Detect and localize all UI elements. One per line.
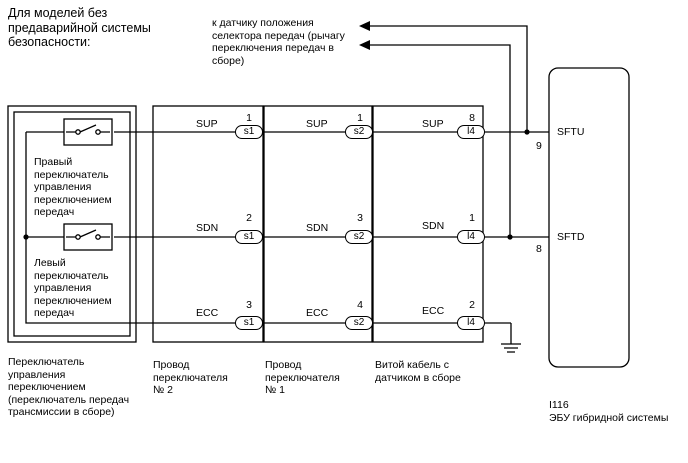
upper-switch-label: Правый переключатель управления переключ…: [34, 156, 112, 218]
pin-number: 1: [469, 212, 475, 224]
harness-caption: Витой кабель с датчиком в сборе: [375, 359, 461, 384]
pin-number: 4: [357, 299, 363, 311]
pin-number: 1: [357, 112, 363, 124]
ecu-terminal-name: SFTD: [557, 231, 585, 243]
ecu-terminal-pin: 8: [536, 243, 542, 255]
switch-assembly-caption: Переключатель управления переключением (…: [8, 356, 130, 418]
connector-s1: s1: [235, 125, 263, 139]
connector-l4: l4: [457, 230, 485, 244]
pin-number: 3: [357, 212, 363, 224]
pin-number: 2: [469, 299, 475, 311]
connector-s2: s2: [345, 316, 373, 330]
signal-label: SDN: [306, 222, 329, 234]
arrow-head-1: [359, 21, 370, 31]
arrow-head-2: [359, 40, 370, 50]
ecu-code: I116: [549, 399, 569, 411]
junction-dot: [23, 234, 29, 240]
pin-number: 3: [246, 299, 252, 311]
connector-s1: s1: [235, 316, 263, 330]
pin-number: 1: [246, 112, 252, 124]
harness-box-3: [372, 105, 484, 343]
signal-label: ECC: [306, 307, 329, 319]
connector-s1: s1: [235, 230, 263, 244]
harness-box-2: [263, 105, 373, 343]
ecu-name: ЭБУ гибридной системы: [549, 412, 669, 424]
lower-switch-contact: [66, 229, 110, 238]
harness-caption: Провод переключателя № 1: [265, 359, 340, 396]
ecu-box: [548, 67, 630, 368]
connector-l4: l4: [457, 316, 485, 330]
signal-label: SDN: [422, 220, 445, 232]
upper-switch-contact: [66, 124, 110, 133]
signal-label: SDN: [196, 222, 219, 234]
junction-dot: [524, 129, 530, 135]
connector-s2: s2: [345, 230, 373, 244]
connector-l4: l4: [457, 125, 485, 139]
pin-number: 2: [246, 212, 252, 224]
model-note: Для моделей без предаварийной системы бе…: [8, 6, 151, 49]
ecu-terminal-pin: 9: [536, 140, 542, 152]
harness-box-1: [152, 105, 264, 343]
switch-assembly-box: [7, 105, 137, 343]
ecu-terminal-name: SFTU: [557, 126, 585, 138]
selector-sensor-label: к датчику положения селектора передач (р…: [212, 17, 345, 67]
pin-number: 8: [469, 112, 475, 124]
lower-switch-label: Левый переключатель управления переключе…: [34, 257, 112, 319]
branch-to-selector-sensor-2: [368, 44, 511, 237]
branch-to-selector-sensor-1: [368, 25, 528, 132]
signal-label: ECC: [196, 307, 219, 319]
signal-label: ECC: [422, 305, 445, 317]
signal-label: SUP: [306, 118, 328, 130]
signal-label: SUP: [422, 118, 444, 130]
junction-dot: [507, 234, 513, 240]
ground-symbol: [501, 323, 521, 353]
connector-s2: s2: [345, 125, 373, 139]
harness-caption: Провод переключателя № 2: [153, 359, 228, 396]
wire-ecc: [25, 132, 493, 324]
signal-label: SUP: [196, 118, 218, 130]
switch-assembly-inner-box: [13, 111, 131, 337]
